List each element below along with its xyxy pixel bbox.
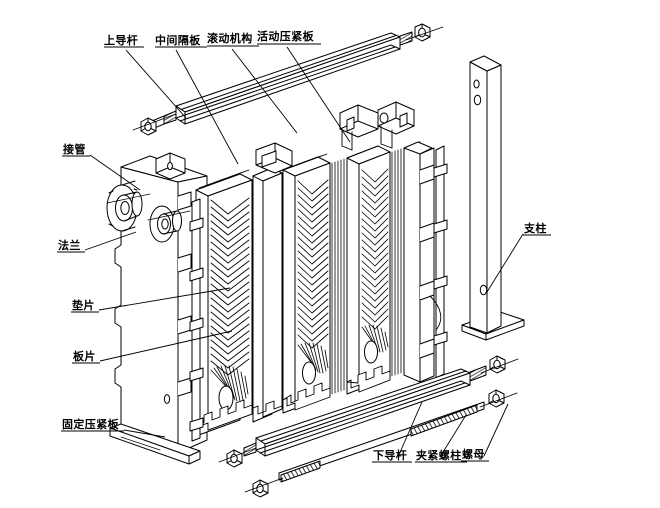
- leader-lower-guide-bar: [397, 401, 423, 458]
- label-nut: 螺母: [462, 447, 485, 461]
- label-lower-guide-bar: 下导杆: [373, 448, 407, 462]
- intermediate-separator-plate: [252, 142, 293, 423]
- label-nozzle: 接管: [63, 142, 86, 156]
- label-underlines: [57, 43, 551, 463]
- label-fixed-pressure-plate: 固定压紧板: [62, 417, 120, 431]
- leader-upper-guide-bar: [125, 49, 187, 119]
- label-texts: 上导杆 中间隔板 滚动机构 活动压紧板 接管 法兰 垫片 板片 固定压紧板 支柱…: [58, 29, 547, 462]
- label-intermediate-plate: 中间隔板: [155, 33, 201, 47]
- leader-gasket: [98, 287, 231, 311]
- label-upper-guide-bar: 上导杆: [104, 33, 138, 47]
- label-gasket: 垫片: [72, 298, 95, 312]
- leader-nut: [483, 403, 509, 457]
- label-clamping-stud: 夹紧螺柱: [416, 448, 462, 462]
- leader-flange: [84, 231, 137, 251]
- movable-pressure-plate-part: [339, 101, 448, 383]
- plate-pack: [189, 142, 402, 442]
- label-support-column: 支柱: [523, 221, 547, 235]
- label-movable-pressure-plate: 活动压紧板: [257, 29, 315, 43]
- plate-stack-middle: [282, 153, 345, 414]
- leader-intermediate-plate: [175, 49, 239, 165]
- upper-guide-bar-part: [132, 23, 444, 136]
- leader-fixed-pressure-plate: [123, 429, 166, 438]
- plate-stack-left: [189, 169, 253, 442]
- leader-support-column: [486, 233, 524, 293]
- leader-nozzle: [89, 154, 141, 191]
- rolling-mechanism-part: [339, 101, 415, 151]
- support-column-part: [461, 55, 525, 341]
- leader-clamping-stud: [439, 414, 467, 458]
- leader-lines: [84, 46, 524, 458]
- clamping-stud-part: [244, 389, 518, 498]
- leader-movable-pressure-plate: [286, 46, 351, 143]
- plate-stack-right: [346, 145, 402, 395]
- label-flange: 法兰: [58, 238, 81, 252]
- label-plate: 板片: [73, 349, 96, 363]
- leader-rolling-mechanism: [231, 48, 298, 134]
- nozzle-flange-assembly: [106, 180, 191, 243]
- label-rolling-mechanism: 滚动机构: [207, 31, 253, 45]
- lower-guide-bar-part: [218, 355, 519, 468]
- plate-pack-tie-rod-left: [189, 198, 204, 442]
- leader-plate: [99, 330, 233, 362]
